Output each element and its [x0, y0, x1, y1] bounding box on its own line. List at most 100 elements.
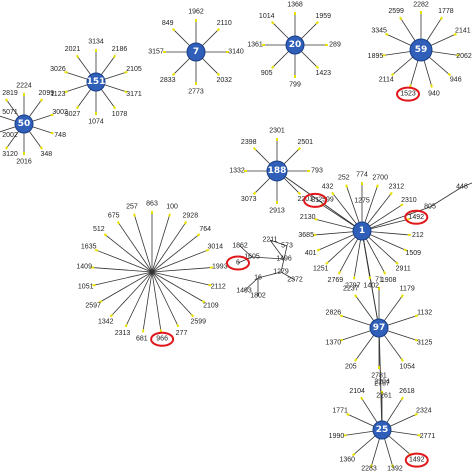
- leaf-label: 1862: [232, 243, 248, 250]
- leaf-label: 863: [146, 201, 158, 208]
- leaf-label: 3171: [126, 91, 142, 98]
- edge: [461, 182, 473, 188]
- hub-label: 50: [18, 119, 31, 129]
- highlight-ring: [396, 86, 421, 102]
- leaf-label: 2062: [456, 53, 472, 60]
- leaf-label: 1523: [400, 91, 416, 98]
- leaf-label: 2099: [39, 90, 55, 97]
- leaf-label: 2771: [420, 433, 436, 440]
- edge: [151, 216, 170, 273]
- leaf-label: 81: [311, 197, 319, 204]
- leaf-label: 1123: [50, 91, 65, 98]
- leaf-label: 100: [166, 204, 178, 211]
- leaf-label: 1179: [400, 286, 415, 293]
- edge: [239, 245, 253, 258]
- leaf-node: [190, 313, 195, 318]
- hub-label: 1: [359, 226, 365, 236]
- leaf-label: 2700: [372, 175, 388, 182]
- leaf-node: [39, 98, 44, 102]
- leaf-node: [439, 16, 443, 21]
- leaf-label: 16: [254, 275, 262, 282]
- leaf-node: [414, 412, 418, 416]
- leaf-label: 1492: [408, 214, 424, 221]
- leaf-label: 1492: [409, 457, 425, 464]
- leaf-node: [171, 72, 176, 77]
- edge: [151, 271, 203, 302]
- leaf-label: 1132: [417, 310, 432, 317]
- hub-link-h97-h25: [378, 327, 383, 431]
- leaf-label: 1605: [244, 254, 260, 261]
- leaf-label: 252: [338, 175, 350, 182]
- hub-node: [186, 42, 206, 62]
- leaf-label: 3026: [50, 66, 66, 73]
- leaf-node: [270, 20, 275, 25]
- leaf-label: 966: [156, 336, 168, 343]
- leaf-node: [4, 146, 9, 150]
- leaf-label: 805: [424, 204, 436, 211]
- leaf-label: 2597: [85, 303, 101, 310]
- leaf-label: 2618: [399, 388, 415, 395]
- leaf-label: 3685: [298, 232, 314, 239]
- leaf-label: 3134: [88, 39, 104, 46]
- leaf-label: 2211: [262, 237, 277, 244]
- leaf-label: 1078: [112, 111, 128, 118]
- highlight-ring: [226, 255, 250, 271]
- leaf-node: [201, 300, 206, 304]
- leaf-label: 348: [40, 151, 52, 158]
- leaf-node: [64, 70, 68, 74]
- edge: [142, 271, 153, 330]
- hub-node: [352, 221, 372, 241]
- leaf-node: [109, 313, 114, 318]
- leaf-node: [403, 248, 408, 252]
- leaf-node: [351, 452, 356, 457]
- leaf-node: [430, 84, 433, 88]
- leaf-label: 3002: [52, 109, 68, 116]
- hub-node: [369, 318, 389, 338]
- leaf-node: [64, 90, 68, 94]
- leaf-label: 1962: [188, 9, 204, 16]
- leaf-label: 2372: [287, 277, 303, 284]
- leaf-node: [414, 314, 419, 318]
- leaf-label: 2110: [217, 20, 232, 27]
- edge: [101, 271, 153, 302]
- leaf-node: [390, 72, 395, 77]
- leaf-label: 2016: [16, 159, 32, 166]
- leaf-node: [354, 358, 358, 362]
- leaf-label: 1054: [399, 363, 415, 370]
- leaf-node: [208, 283, 212, 287]
- leaf-node: [92, 283, 96, 287]
- leaf-node: [399, 203, 404, 207]
- leaf-label: 1802: [250, 293, 266, 300]
- leaf-label: 401: [305, 250, 317, 257]
- edge: [94, 267, 153, 273]
- leaf-label: 2599: [190, 318, 206, 325]
- leaf-label: 1074: [88, 119, 104, 126]
- hub-node: [285, 35, 305, 55]
- leaf-node: [346, 412, 350, 416]
- hub-label: 59: [415, 45, 428, 55]
- leaf-label: 2310: [401, 197, 417, 204]
- leaf-label: 1895: [368, 53, 384, 60]
- edge: [151, 267, 210, 273]
- leaf-node: [297, 146, 302, 151]
- leaf-node: [124, 323, 128, 328]
- leaf-label: 2911: [396, 265, 411, 272]
- leaf-label: 774: [356, 172, 368, 179]
- leaf-node: [39, 146, 44, 150]
- leaf-label: 748: [54, 132, 66, 139]
- leaf-label: 277: [176, 330, 188, 337]
- edge: [243, 277, 259, 292]
- leaf-node: [297, 191, 302, 196]
- leaf-label: 1392: [387, 466, 403, 473]
- leaf-label: 2282: [413, 2, 429, 9]
- leaf-label: 2819: [2, 90, 18, 97]
- leaf-node: [447, 72, 452, 77]
- edge: [251, 256, 285, 260]
- leaf-node: [94, 248, 99, 252]
- leaf-label: 3125: [417, 339, 433, 346]
- leaf-label: 1279: [273, 269, 289, 276]
- leaf-label: 2599: [388, 8, 404, 15]
- leaf-label: 2324: [416, 407, 432, 414]
- leaf-label: 946: [450, 77, 462, 84]
- leaf-label: 2833: [160, 77, 176, 84]
